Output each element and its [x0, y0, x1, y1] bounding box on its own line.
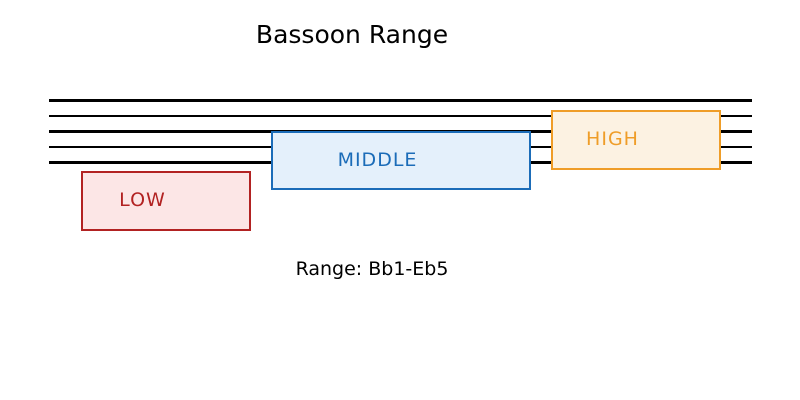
- range-caption: Range: Bb1-Eb5: [295, 258, 449, 280]
- register-box-middle: MIDDLE: [270, 130, 531, 190]
- register-label-low: LOW: [119, 189, 166, 211]
- register-label-middle: MIDDLE: [337, 148, 418, 171]
- register-label-high: HIGH: [586, 128, 639, 150]
- staff-line-1: [49, 99, 752, 102]
- staff-line-2: [49, 114, 752, 118]
- page-title: Bassoon Range: [255, 20, 449, 49]
- register-box-low: LOW: [80, 170, 251, 231]
- register-box-high: HIGH: [550, 109, 721, 170]
